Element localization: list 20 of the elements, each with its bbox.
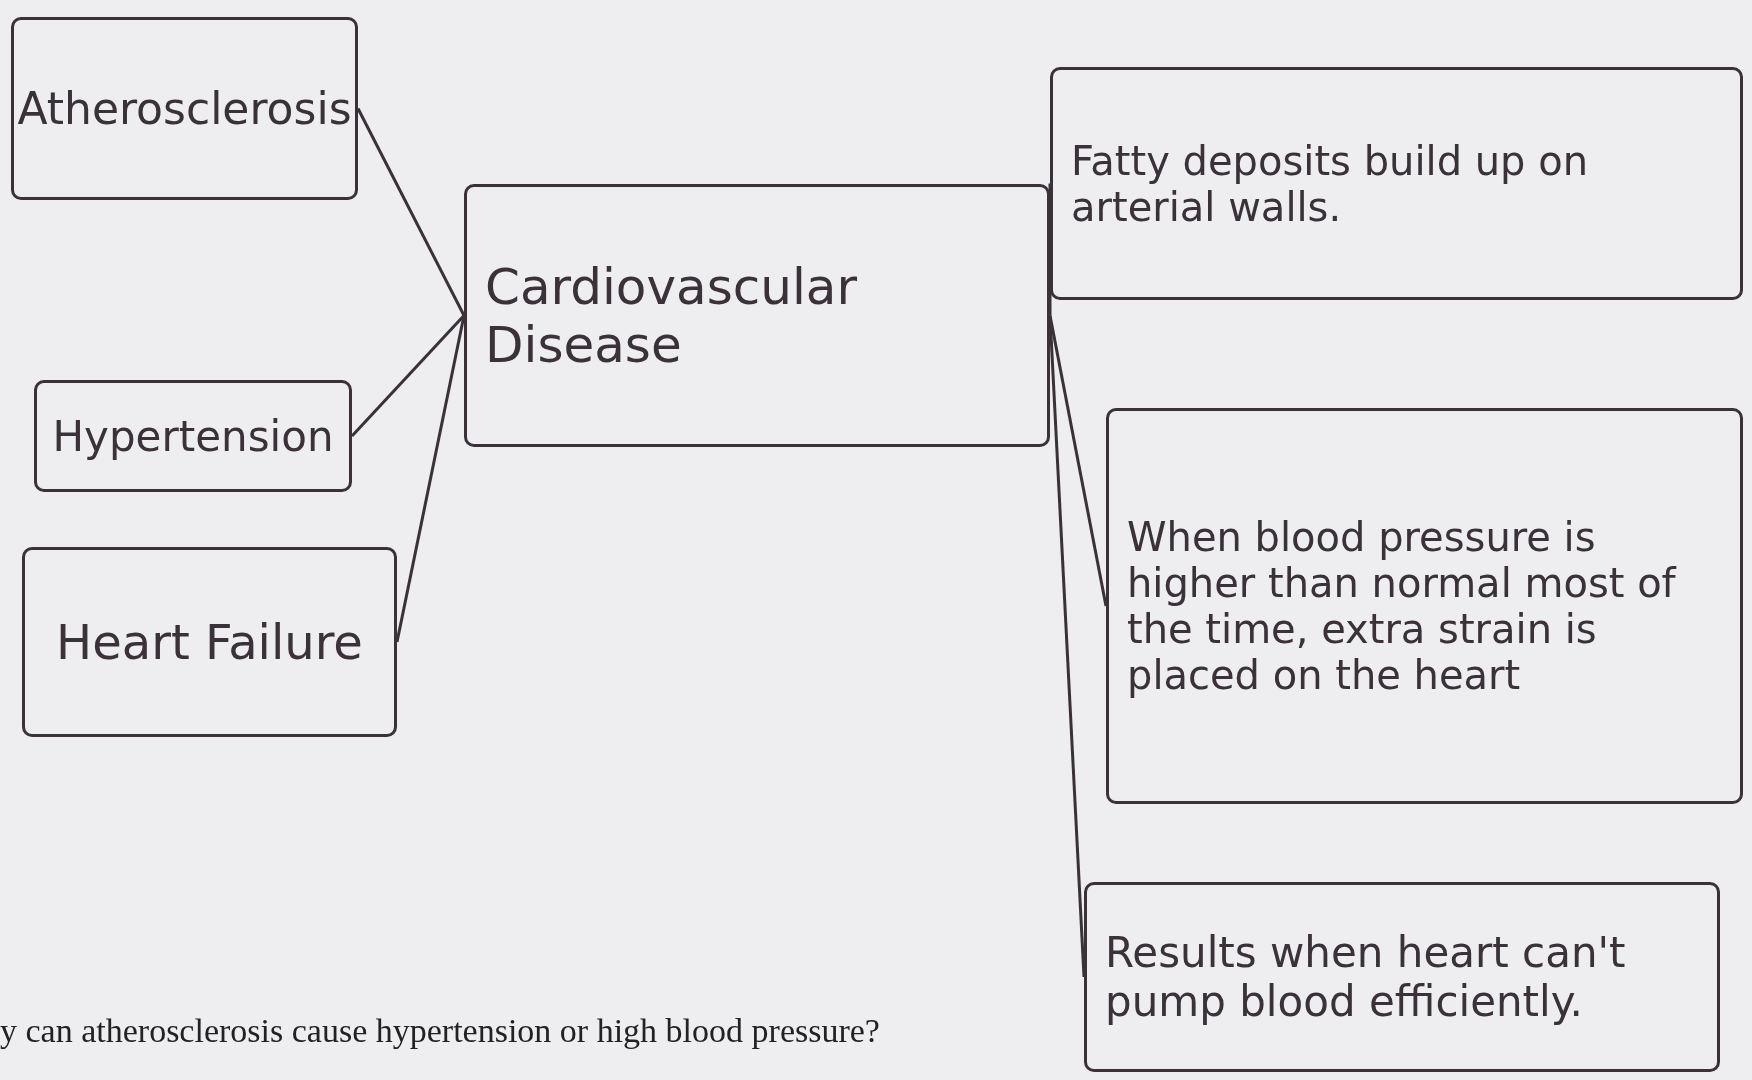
topic-text: Atherosclerosis <box>17 83 352 134</box>
topic-box <box>1050 67 1743 300</box>
topic-box <box>1106 408 1743 804</box>
topic-text: When blood pressure is higher than normal most of the time, extra strain is placed on the heart <box>1127 514 1678 698</box>
topic-text: Cardiovascular Disease <box>485 257 858 374</box>
topic-text: Fatty deposits build up on arterial walls. <box>1071 137 1589 230</box>
connector-line <box>1048 183 1052 316</box>
connector-line <box>395 315 466 643</box>
topic-box <box>22 547 397 737</box>
topic-text: Heart Failure <box>56 614 363 670</box>
connector-line <box>1048 315 1086 978</box>
topic-box <box>34 380 352 492</box>
topic-box <box>11 17 358 200</box>
connector-line <box>1048 315 1108 607</box>
topic-text: Hypertension <box>52 411 334 461</box>
topic-text: Results when heart can't pump blood efficiently. <box>1105 928 1627 1026</box>
connector-line <box>356 107 466 317</box>
central-topic-box <box>464 184 1050 447</box>
question-text: y can atherosclerosis cause hypertension or high blood pressure? <box>0 1012 880 1050</box>
topic-box <box>1084 882 1720 1072</box>
